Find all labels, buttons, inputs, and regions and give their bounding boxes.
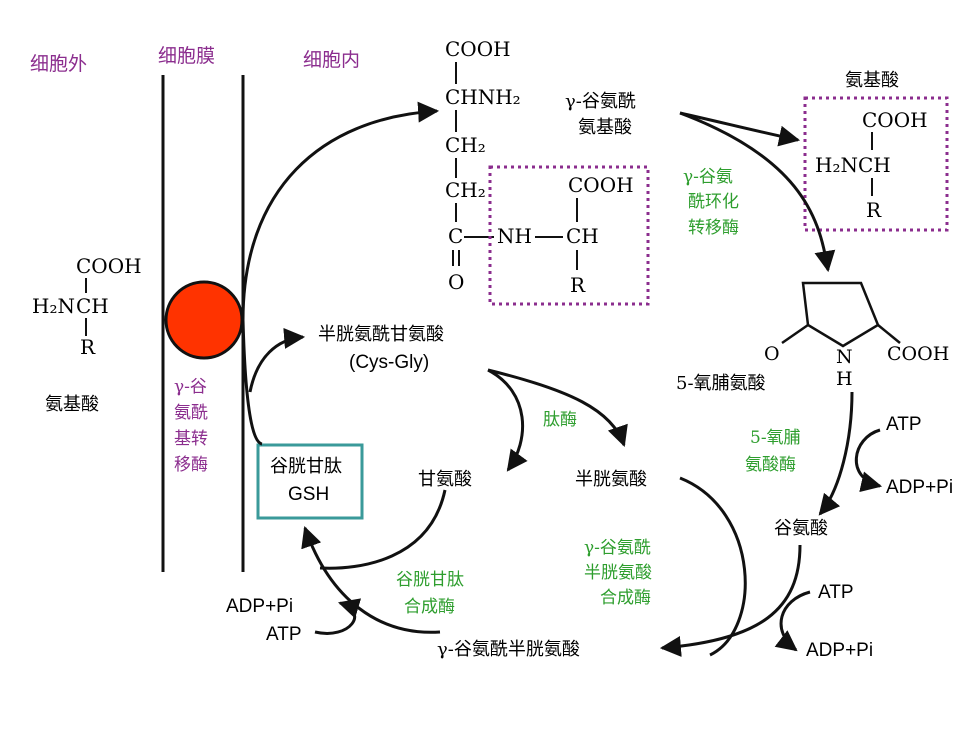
oxoproline-o: O [764, 343, 780, 365]
arrow-to-glycine [487, 368, 528, 472]
peptidase-label: 肽酶 [543, 410, 577, 430]
gamma-glutamyl-amino-acid-structure: COOH CHNH₂ CH₂ CH₂ C NH O COOH CH R [445, 37, 650, 306]
released-amino-acid-structure: COOH H₂NCH R [803, 96, 949, 232]
aa-left-h2n: H₂N [32, 294, 75, 318]
oxoproline-n: N [836, 346, 853, 368]
gga-o: O [448, 270, 464, 294]
released-aa-dotted-box [803, 96, 949, 232]
adp-1: ADP+Pi [886, 477, 953, 498]
oxoproline-h: H [836, 368, 853, 390]
transpeptidase-enzyme-circle [164, 280, 244, 360]
arrow-to-oxoproline [679, 111, 836, 273]
region-membrane-label: 细胞膜 [158, 45, 215, 67]
adp-3: ADP+Pi [226, 596, 293, 617]
cysgly-line-1: 半胱氨酰甘氨酸 [318, 324, 444, 345]
oxoproline-name: 5-氧脯氨酸 [676, 373, 766, 394]
gga-ch2-b: CH₂ [445, 178, 486, 202]
gcs-enzyme-line-3: 合成酶 [600, 588, 651, 608]
oxoproline-structure: O N H COOH [764, 281, 949, 390]
oxoprolinase-line-2: 氨酸酶 [745, 455, 796, 475]
gga-ch2-a: CH₂ [445, 133, 486, 157]
gcs-enzyme-line-1: γ-谷氨酰 [584, 538, 651, 558]
arrow-glycine-to-gsh [319, 489, 447, 570]
arrow-atp-adp-3 [314, 598, 362, 635]
arrow-transpeptidase-to-gga [241, 101, 440, 321]
arrow-atp-adp-2 [774, 590, 811, 652]
transpeptidase-line-4: 移酶 [174, 455, 208, 475]
cyclotransferase-line-2: 酰环化 [688, 192, 739, 212]
glycine-label: 甘氨酸 [418, 469, 472, 490]
gga-cooh-right: COOH [568, 173, 634, 197]
arrow-release-aa [679, 111, 801, 147]
gga-label-line-1: γ-谷氨酰 [565, 91, 636, 112]
arrow-gsh-into-enzyme [241, 319, 263, 446]
arrow-atp-adp-1 [854, 428, 883, 493]
arrow-cysteine-to-ggc [679, 476, 747, 657]
gga-cooh-top: COOH [445, 37, 511, 61]
cyclotransferase-line-3: 转移酶 [688, 218, 739, 238]
atp-2: ATP [818, 582, 854, 603]
adp-2: ADP+Pi [806, 640, 873, 661]
aa-left-ch: CH [76, 294, 109, 318]
released-aa-cooh: COOH [862, 108, 928, 132]
aa-left-cooh: COOH [76, 254, 142, 278]
amino-acid-dotted-box [488, 165, 650, 306]
gsh-line-1: 谷胱甘肽 [270, 456, 342, 477]
region-outside-label: 细胞外 [30, 53, 87, 75]
released-aa-name: 氨基酸 [845, 70, 899, 91]
arrow-to-cysteine [487, 368, 628, 447]
region-inside-label: 细胞内 [303, 49, 360, 71]
gga-ch: CH [566, 224, 599, 248]
gga-c: C [448, 224, 463, 248]
gga-nh: NH [497, 224, 532, 248]
atp-1: ATP [886, 414, 922, 435]
oxoproline-cooh: COOH [887, 343, 949, 365]
released-aa-r: R [866, 198, 882, 222]
gamma-glu-cys-label: γ-谷氨酰半胱氨酸 [437, 639, 580, 660]
transpeptidase-line-2: 氨酰 [174, 403, 208, 423]
oxoprolinase-line-1: 5-氧脯 [750, 428, 801, 448]
cyclotransferase-line-1: γ-谷氨 [683, 167, 733, 187]
gs-enzyme-line-1: 谷胱甘肽 [396, 570, 464, 590]
gga-chnh2: CHNH₂ [445, 85, 521, 109]
cysteine-label: 半胱氨酸 [575, 469, 647, 490]
gsh-box [256, 443, 364, 520]
arrow-oxoproline-to-glutamate [818, 391, 854, 516]
transpeptidase-line-1: γ-谷 [174, 377, 207, 397]
gga-r: R [570, 273, 586, 297]
released-aa-h2nch: H₂NCH [815, 153, 891, 177]
arrow-glutamate-to-ggc [659, 544, 802, 657]
cysgly-line-2: (Cys-Gly) [349, 352, 429, 373]
gsh-line-2: GSH [288, 484, 329, 505]
gcs-enzyme-line-2: 半胱氨酸 [584, 563, 652, 583]
transpeptidase-line-3: 基转 [174, 429, 208, 449]
glutamate-label: 谷氨酸 [774, 518, 828, 539]
atp-3: ATP [266, 624, 302, 645]
gs-enzyme-line-2: 合成酶 [404, 597, 455, 617]
aa-left-name: 氨基酸 [45, 394, 99, 415]
amino-acid-left-structure: COOH H₂N CH R [32, 254, 142, 359]
arrow-to-cysgly [248, 327, 306, 393]
gga-label-line-2: 氨基酸 [578, 117, 632, 138]
aa-left-r: R [80, 335, 96, 359]
pathway-arrows [241, 101, 883, 657]
